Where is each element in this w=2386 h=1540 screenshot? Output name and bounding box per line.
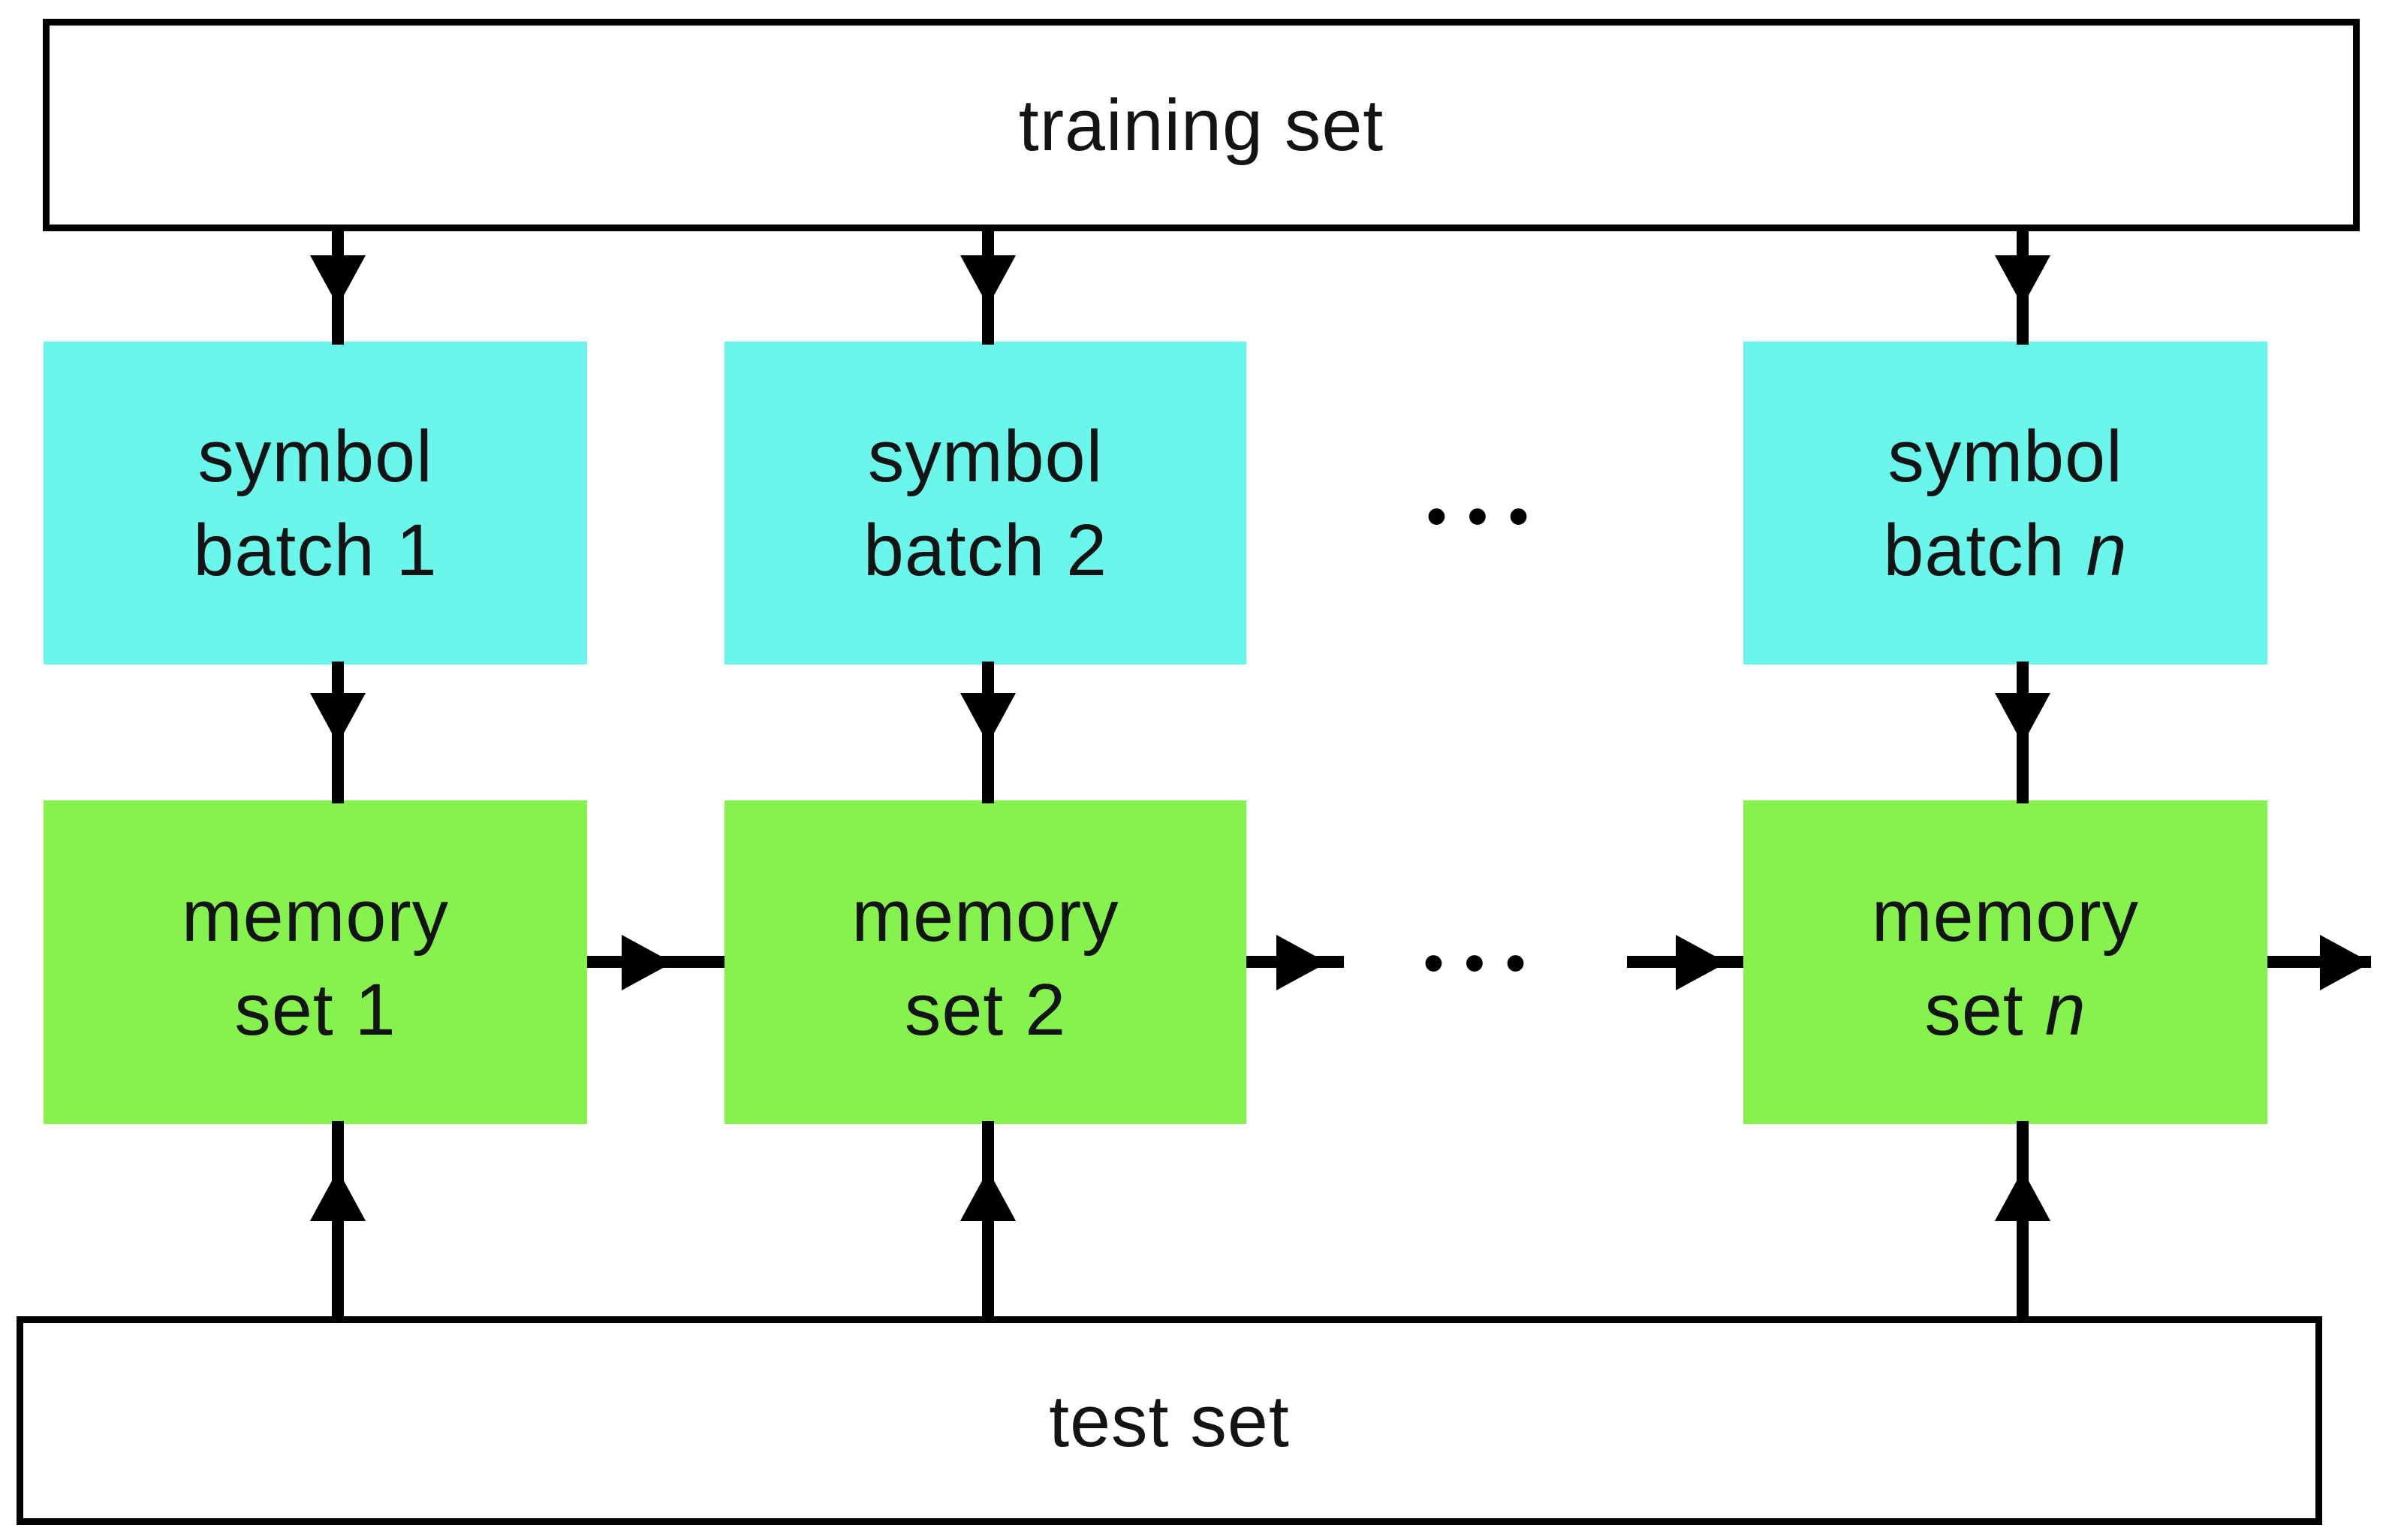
arrow-head [1995,255,2050,306]
arrow-head [960,693,1016,744]
arrow-head [1676,935,1727,990]
arrow-head [1276,935,1327,990]
arrow-head [310,255,366,306]
arrow-head [1995,693,2050,744]
memory-set-1-index: 1 [354,968,396,1050]
arrow-head [960,1170,1016,1221]
memory-set-n-index: n [2044,968,2086,1050]
memory-set-n-line1: memory [1871,874,2140,957]
arrow-head [310,693,366,744]
arrow-head [1995,1170,2050,1221]
symbol-batch-2-index: 2 [1066,509,1108,591]
symbol-batch-n-index: n [2086,509,2128,591]
symbol-batch-2-line1: symbol [867,415,1104,497]
training-set-label: training set [1018,84,1384,166]
symbol-batch-n-line1: symbol [1887,415,2123,497]
memory-set-2-line1: memory [851,874,1119,957]
symbol-batch-1-index: 1 [396,509,438,591]
arrow-head [622,935,673,990]
ellipsis-symbol-batches: ••• [1426,484,1550,548]
symbol-batch-1-line1: symbol [197,415,433,497]
arrow-head [960,255,1016,306]
test-set-label: test set [1049,1379,1290,1462]
training-set-box: training set [43,19,2360,231]
test-set-box: test set [17,1316,2322,1525]
ellipsis-memory-sets: ••• [1423,931,1547,995]
arrow-head [2320,935,2371,990]
arrow-head [310,1170,366,1221]
memory-set-1-line1: memory [181,874,450,957]
memory-set-2-index: 2 [1025,968,1067,1050]
